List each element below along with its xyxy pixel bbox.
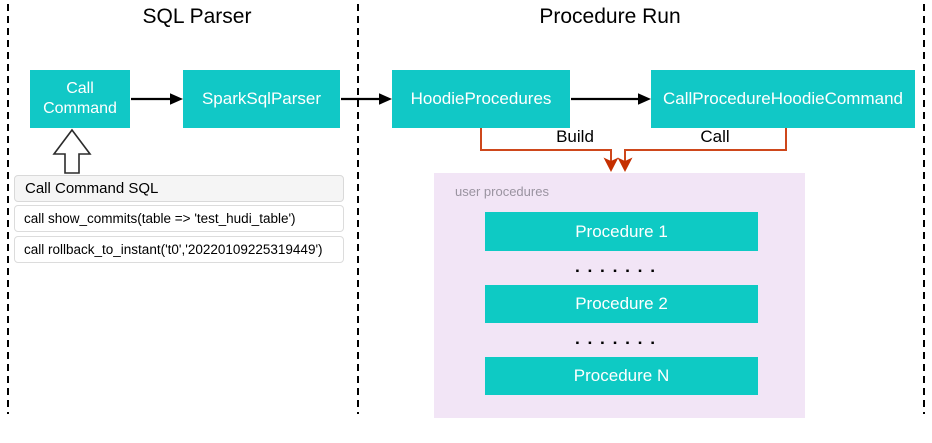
node-hoodieprocedures: HoodieProcedures xyxy=(392,70,570,128)
node-sparksqlparser: SparkSqlParser xyxy=(183,70,340,128)
user-procedures-panel: user procedures Procedure 1 ▪▪▪▪▪▪▪ Proc… xyxy=(434,173,805,418)
ellipsis-dots: ▪▪▪▪▪▪▪ xyxy=(575,266,664,277)
build-edge-label: Build xyxy=(556,127,594,146)
up-arrow-icon xyxy=(52,128,92,174)
ellipsis-dots: ▪▪▪▪▪▪▪ xyxy=(575,338,664,349)
sql-panel-header: Call Command SQL xyxy=(14,175,344,202)
node-callprocedurehoodiecommand: CallProcedureHoodieCommand xyxy=(651,70,915,128)
sql-example-row: call rollback_to_instant('t0','202201092… xyxy=(14,236,344,263)
procedure-box-1: Procedure 1 xyxy=(485,212,758,251)
build-arrowhead-icon xyxy=(603,157,619,172)
procedure-box-n: Procedure N xyxy=(485,357,758,395)
call-arrowhead-icon xyxy=(617,157,633,172)
arrow-sparksqlparser-to-hoodieprocedures xyxy=(341,93,392,105)
sql-parser-section-title: SQL Parser xyxy=(142,5,252,28)
user-procedures-label: user procedures xyxy=(455,184,549,199)
node-call-command: Call Command xyxy=(30,70,130,128)
arrow-callcommand-to-sparksqlparser xyxy=(131,93,183,105)
sql-example-row: call show_commits(table => 'test_hudi_ta… xyxy=(14,205,344,232)
procedure-run-section-title: Procedure Run xyxy=(539,5,681,28)
procedure-box-2: Procedure 2 xyxy=(485,285,758,323)
arrow-hoodieprocedures-to-callprocedurehoodiecommand xyxy=(571,93,651,105)
call-edge-label: Call xyxy=(700,127,730,146)
